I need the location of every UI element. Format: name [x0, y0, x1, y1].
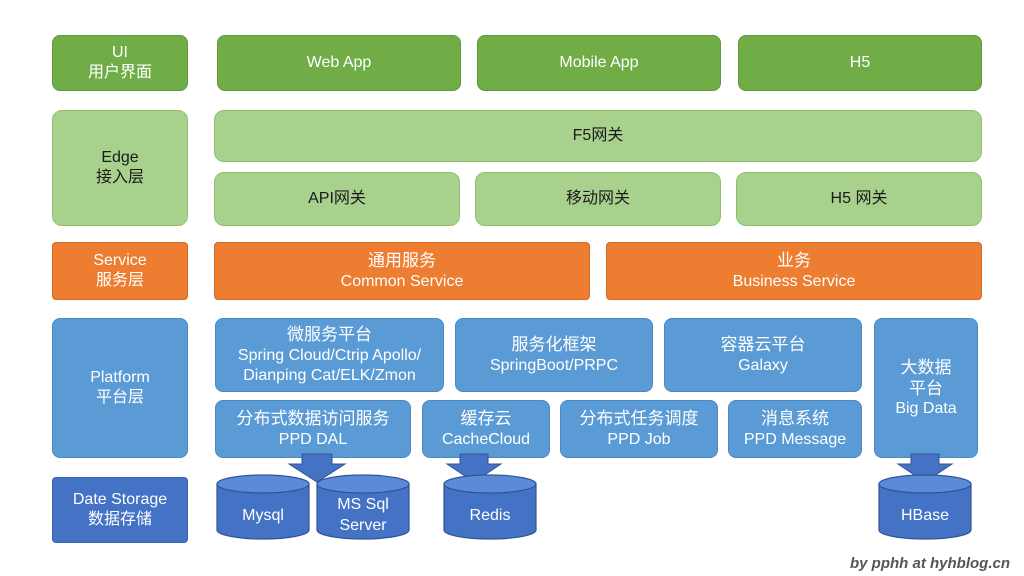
- business-service-en: Business Service: [732, 272, 856, 290]
- mobile-gateway-box: 移动网关: [475, 172, 721, 226]
- common-service-cn: 通用服务: [368, 251, 436, 271]
- big-data-cn-1: 大数据: [900, 357, 952, 377]
- hbase-cylinder-icon: HBase: [878, 474, 972, 540]
- microservice-platform-tech-2: Dianping Cat/ELK/Zmon: [243, 366, 416, 384]
- layer-label-service-cn: 服务层: [95, 272, 144, 289]
- service-framework-box: 服务化框架 SpringBoot/PRPC: [455, 318, 653, 392]
- redis-label: Redis: [470, 507, 511, 524]
- dal-to-db-arrow-icon: [287, 453, 347, 483]
- layer-label-platform-cn: 平台层: [95, 389, 144, 406]
- layer-label-ui: UI 用户界面: [52, 35, 188, 91]
- layer-label-storage-en: Date Storage: [72, 491, 168, 508]
- hbase-label: HBase: [901, 507, 949, 524]
- h5-gateway-label: H5 网关: [830, 190, 888, 207]
- bigdata-to-hbase-arrow-icon: [896, 453, 954, 483]
- microservice-platform-cn: 微服务平台: [287, 325, 372, 345]
- microservice-platform-box: 微服务平台 Spring Cloud/Ctrip Apollo/ Dianpin…: [215, 318, 444, 392]
- mobile-app-label: Mobile App: [559, 54, 639, 71]
- web-app-label: Web App: [306, 54, 372, 71]
- mysql-cylinder-icon: Mysql: [216, 474, 310, 540]
- service-framework-cn: 服务化框架: [511, 335, 597, 355]
- layer-label-edge-en: Edge: [101, 149, 139, 166]
- h5-gateway-box: H5 网关: [736, 172, 982, 226]
- mssql-cylinder-icon: MS Sql Server: [316, 474, 410, 540]
- cache-cloud-cn: 缓存云: [460, 409, 512, 429]
- layer-label-edge: Edge 接入层: [52, 110, 188, 226]
- f5-gateway-label: F5网关: [572, 127, 624, 144]
- api-gateway-box: API网关: [214, 172, 460, 226]
- f5-gateway-box: F5网关: [214, 110, 982, 162]
- layer-label-ui-en: UI: [112, 44, 128, 61]
- common-service-en: Common Service: [340, 272, 464, 290]
- message-system-box: 消息系统 PPD Message: [728, 400, 862, 458]
- cache-cloud-en: CacheCloud: [441, 430, 531, 448]
- service-framework-en: SpringBoot/PRPC: [489, 356, 619, 374]
- mobile-app-box: Mobile App: [477, 35, 721, 91]
- layer-label-service: Service 服务层: [52, 242, 188, 300]
- big-data-platform-box: 大数据 平台 Big Data: [874, 318, 978, 458]
- mysql-label: Mysql: [242, 507, 284, 524]
- credit-text: by pphh at hyhblog.cn: [850, 555, 1010, 572]
- layer-label-platform: Platform 平台层: [52, 318, 188, 458]
- business-service-box: 业务 Business Service: [606, 242, 982, 300]
- layer-label-service-en: Service: [93, 252, 147, 269]
- dal-box: 分布式数据访问服务 PPD DAL: [215, 400, 411, 458]
- cache-to-redis-arrow-icon: [445, 453, 503, 483]
- cache-cloud-box: 缓存云 CacheCloud: [422, 400, 550, 458]
- microservice-platform-tech-1: Spring Cloud/Ctrip Apollo/: [237, 346, 422, 364]
- layer-label-storage: Date Storage 数据存储: [52, 477, 188, 543]
- api-gateway-label: API网关: [308, 190, 366, 207]
- job-scheduler-en: PPD Job: [607, 430, 671, 448]
- mssql-label-line2: Server: [339, 517, 387, 534]
- container-cloud-en: Galaxy: [738, 356, 788, 374]
- layer-label-edge-cn: 接入层: [95, 169, 144, 186]
- mssql-label-line1: MS Sql: [337, 496, 389, 513]
- h5-box: H5: [738, 35, 982, 91]
- container-cloud-cn: 容器云平台: [720, 335, 806, 355]
- job-scheduler-cn: 分布式任务调度: [579, 409, 699, 429]
- h5-label: H5: [849, 54, 871, 71]
- common-service-box: 通用服务 Common Service: [214, 242, 590, 300]
- layer-label-ui-cn: 用户界面: [87, 64, 152, 81]
- mobile-gateway-label: 移动网关: [565, 190, 630, 207]
- dal-cn: 分布式数据访问服务: [236, 409, 390, 429]
- layer-label-platform-en: Platform: [90, 369, 150, 386]
- job-scheduler-box: 分布式任务调度 PPD Job: [560, 400, 718, 458]
- redis-cylinder-icon: Redis: [443, 474, 537, 540]
- business-service-cn: 业务: [777, 251, 811, 271]
- message-system-cn: 消息系统: [761, 409, 829, 429]
- container-cloud-box: 容器云平台 Galaxy: [664, 318, 862, 392]
- big-data-en: Big Data: [895, 400, 957, 418]
- web-app-box: Web App: [217, 35, 461, 91]
- layer-label-storage-cn: 数据存储: [87, 511, 152, 528]
- message-system-en: PPD Message: [743, 430, 847, 448]
- dal-en: PPD DAL: [278, 430, 348, 448]
- big-data-cn-2: 平台: [909, 379, 943, 398]
